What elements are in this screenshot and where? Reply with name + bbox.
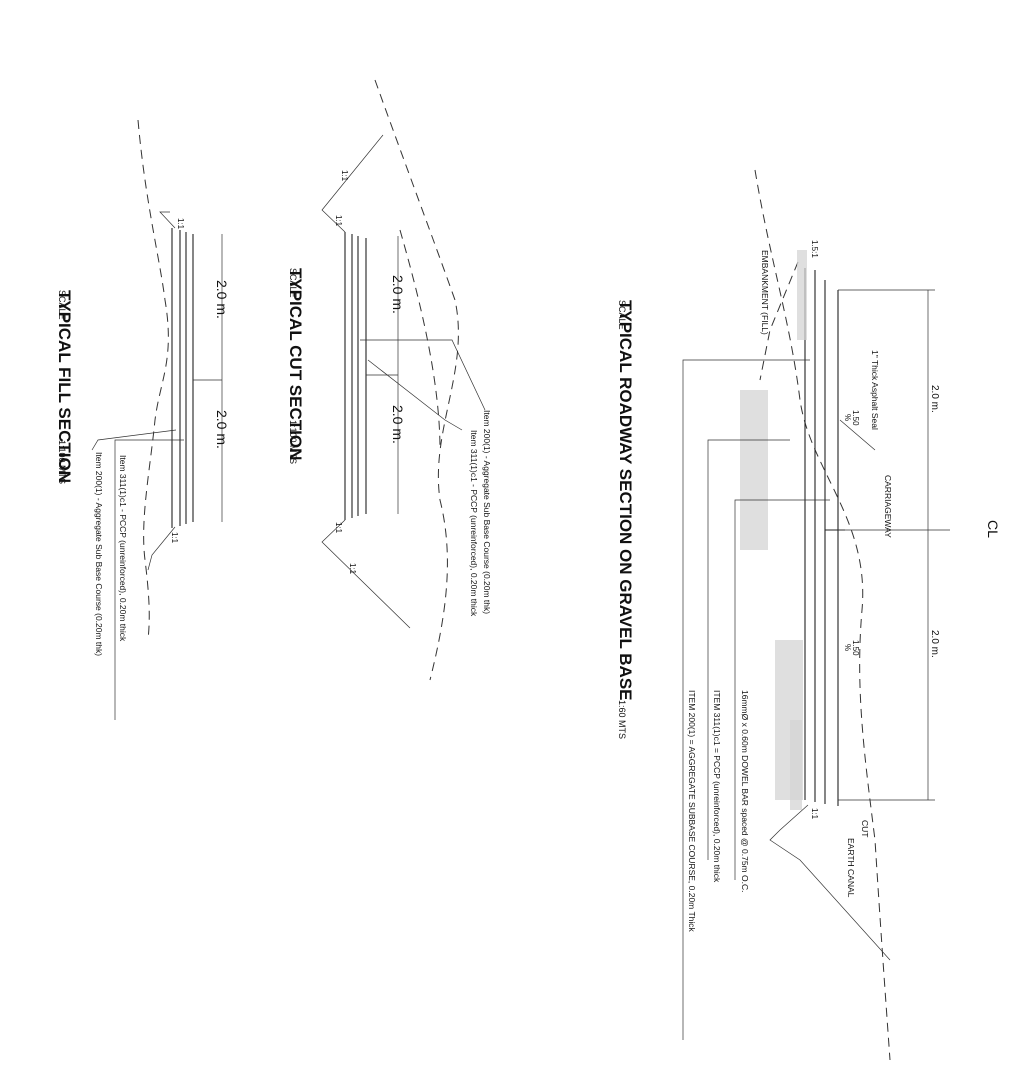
fill-width-left: 2.0 m. (214, 280, 230, 319)
cut-slope-right (321, 519, 411, 629)
roadway-width-right: 2.0 m. (929, 630, 940, 658)
roadway-slope-left: 1.5:1 (810, 240, 819, 258)
cut-slope-left (321, 134, 384, 233)
cut-scale-value: 1:100 MTS (288, 420, 298, 464)
subbase-hatch (740, 390, 768, 550)
cut-slope-4: 1:1 (348, 563, 357, 575)
leader-line (707, 439, 790, 860)
fill-title: TYPICAL FILL SECTION (55, 290, 74, 483)
roadway-fill-slope (759, 261, 799, 381)
fill-leader (91, 429, 177, 451)
crossfall-right: 1.50 (851, 640, 860, 656)
cut-label: CUT (860, 820, 870, 837)
embankment-hatch (797, 250, 807, 340)
roadway-note-subbase: ITEM 200(1) = AGGREGATE SUBBASE COURSE, … (687, 690, 697, 933)
cut-note-subbase: Item 200(1) - Aggregate Sub Base Course … (482, 410, 492, 614)
cut-width-left: 2.0 m. (390, 275, 406, 314)
cut-slope-2: 1:1 (334, 215, 343, 227)
crossfall-right-den: % (843, 644, 852, 651)
asphalt-seal-label: 1" Thick Asphalt Seal (870, 350, 880, 430)
fill-scale-label: SCALE (57, 290, 67, 320)
fill-slope-1: 1:1 (176, 218, 185, 230)
fill-slope-right (147, 526, 176, 571)
earth-canal-label: EARTH CANAL (846, 838, 856, 898)
fill-scale-value: 1:100 MTS (57, 440, 67, 484)
fill-width-right: 2.0 m. (214, 410, 230, 449)
leader-line (734, 499, 830, 880)
roadway-scale-value: 1:60 MTS (617, 700, 627, 739)
cut-leader (367, 359, 463, 431)
roadway-scale-label: SCALE (617, 300, 627, 330)
leader-line (839, 419, 876, 451)
fill-slope-2: 1:1 (170, 532, 179, 544)
leader-line (682, 359, 810, 1040)
crossfall-left-den: % (843, 414, 852, 421)
fill-note-pccp: Item 311(1)c1 - PCCP (unreinforced), 0.2… (118, 455, 128, 642)
cut-ground-line (374, 79, 459, 681)
canal-hatch (790, 720, 802, 810)
centerline-symbol: CL (985, 520, 1001, 538)
roadway-ground-line (754, 169, 891, 1061)
embankment-label: EMBANKMENT (FILL) (760, 250, 770, 335)
roadway-width-left: 2.0 m. (929, 385, 940, 413)
cut-width-right: 2.0 m. (390, 405, 406, 444)
fill-leader (114, 439, 184, 720)
fill-ground-line (137, 119, 169, 641)
cut-note-pccp: Item 311(1)c1 - PCCP (unreinforced), 0.2… (469, 430, 479, 617)
fill-section: 2.0 m. 2.0 m. 1:1 1:1 Item 311(1)c1 - PC… (55, 119, 230, 720)
roadway-section: TYPICAL ROADWAY SECTION ON GRAVEL BASE S… (616, 169, 1001, 1061)
cut-title: TYPICAL CUT SECTION (286, 268, 305, 460)
cut-slope-3: 1:1 (334, 522, 343, 534)
roadway-note-pccp: ITEM 311(1)c1 = PCCP (unreinforced), 0.2… (712, 690, 722, 883)
carriageway-label: CARRIAGEWAY (883, 475, 893, 538)
cut-section: 2.0 m. 2.0 m. 1:1 1:1 1:1 1:1 Item 200(1… (286, 79, 492, 681)
crossfall-left: 1.50 (851, 410, 860, 426)
roadway-note-dowel: 16mmØ x 0.60m DOWEL BAR spaced @ 0.75m O… (740, 690, 750, 892)
fill-note-subbase: Item 200(1) - Aggregate Sub Base Course … (94, 452, 104, 656)
cut-leader (360, 339, 486, 411)
roadway-title: TYPICAL ROADWAY SECTION ON GRAVEL BASE (616, 300, 635, 701)
fill-slope-left (159, 211, 176, 229)
cut-scale-label: SCALE (288, 268, 298, 298)
cut-slope-1: 1:1 (340, 170, 349, 182)
roadway-slope-right: 1:1 (810, 808, 819, 820)
canal-profile (769, 804, 891, 961)
